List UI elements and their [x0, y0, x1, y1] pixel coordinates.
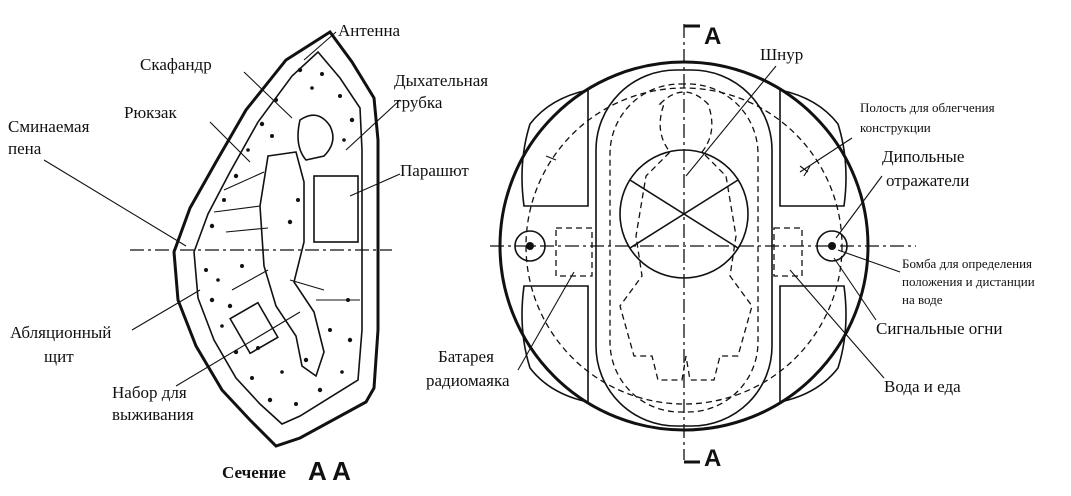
backpack-strap	[213, 171, 360, 301]
label-water-food: Вода и еда	[884, 377, 961, 396]
label-suit: Скафандр	[140, 55, 212, 74]
label-crush-foam-2: пена	[8, 139, 42, 158]
cavity-mark	[545, 155, 557, 161]
capsule-top-view	[490, 24, 916, 464]
label-bomb-3: на воде	[902, 292, 943, 307]
label-bomb-1: Бомба для определения	[902, 256, 1032, 271]
central-frame	[595, 69, 773, 427]
capsule-cross-section	[130, 29, 392, 448]
label-signal-lights: Сигнальные огни	[876, 319, 1002, 338]
parachute-box	[313, 175, 359, 243]
astronaut-figure	[259, 114, 334, 378]
water-food-box-right	[773, 227, 803, 277]
label-section-letters: A A	[308, 456, 351, 486]
label-cavity-1: Полость для облегчения	[860, 100, 995, 115]
left-leader-lines	[43, 31, 401, 387]
label-cavity-2: конструкции	[860, 120, 931, 135]
label-survival-kit-1: Набор для	[112, 383, 187, 402]
label-beacon-battery-1: Батарея	[438, 347, 494, 366]
label-dipole-1: Дипольные	[882, 147, 964, 166]
label-parachute: Парашют	[400, 161, 469, 180]
label-dipole-2: отражатели	[886, 171, 969, 190]
label-crush-foam-1: Сминаемая	[8, 117, 90, 136]
label-breathing-tube-1: Дыхательная	[394, 71, 488, 90]
label-ablative-shield-2: щит	[44, 347, 74, 366]
signal-light-left-inner	[526, 242, 534, 250]
cavity-left-upper	[521, 89, 589, 207]
cavity-right-upper	[779, 89, 847, 207]
capsule-inner-wall	[193, 50, 363, 425]
cavity-left-lower	[521, 285, 589, 403]
top-view-astronaut	[619, 91, 753, 381]
signal-light-right-inner	[828, 242, 836, 250]
label-section-mark-top: A	[704, 23, 721, 50]
label-section-mark-bottom: A	[704, 445, 721, 472]
center-cross-b	[629, 179, 739, 249]
battery-box-left	[555, 227, 593, 277]
label-antenna: Антенна	[338, 21, 401, 40]
label-survival-kit-2: выживания	[112, 405, 194, 424]
label-section-caption: Сечение	[222, 463, 286, 482]
survival-kit-box	[229, 301, 279, 355]
label-beacon-battery-2: радиомаяка	[426, 371, 510, 390]
cavity-right-lower	[779, 285, 847, 403]
label-breathing-tube-2: трубка	[394, 93, 443, 112]
right-leader-lines	[517, 65, 901, 379]
foam-fill	[204, 67, 355, 406]
label-bomb-2: положения и дистанции	[902, 274, 1035, 289]
label-cord: Шнур	[760, 45, 803, 64]
label-backpack: Рюкзак	[124, 103, 177, 122]
label-ablative-shield-1: Абляционный	[10, 323, 111, 342]
capsule-outer-shell	[172, 29, 380, 448]
